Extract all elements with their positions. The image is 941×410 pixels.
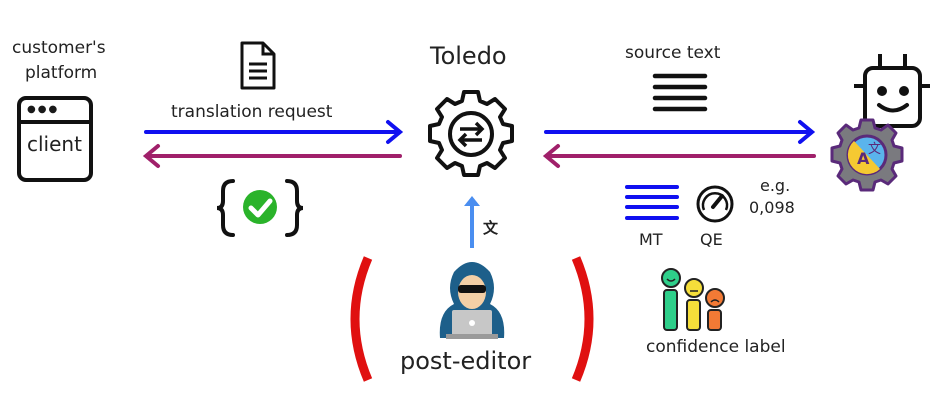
source-text-lines-icon xyxy=(652,73,708,112)
mt-response-arrow xyxy=(542,144,816,168)
client-window: ●●● client xyxy=(17,96,93,182)
toledo-title: Toledo xyxy=(430,42,507,70)
right-bracket xyxy=(571,256,594,382)
client-box-label: client xyxy=(27,132,82,156)
robot-icon xyxy=(854,54,930,128)
svg-text:文: 文 xyxy=(868,142,881,157)
response-arrow xyxy=(142,144,402,168)
mt-lines-icon xyxy=(625,185,679,220)
left-bracket xyxy=(350,256,373,382)
svg-text:A: A xyxy=(857,149,870,168)
translation-glyph-icon: 文 xyxy=(483,219,499,237)
mt-request-arrow xyxy=(544,120,816,144)
confidence-label: confidence label xyxy=(646,337,786,357)
window-titlebar: ●●● xyxy=(21,100,89,124)
confidence-bars-icon xyxy=(661,268,725,331)
translate-gear-icon: A 文 xyxy=(830,118,904,192)
client-caption-line2: platform xyxy=(25,63,98,83)
qe-label: QE xyxy=(700,230,723,249)
post-edit-arrow xyxy=(464,196,480,248)
translation-request-label: translation request xyxy=(171,102,333,122)
post-editor-label: post-editor xyxy=(400,347,532,375)
json-success-icon xyxy=(216,179,304,237)
source-text-label: source text xyxy=(625,43,721,63)
post-editor-avatar-icon xyxy=(439,262,505,339)
document-icon xyxy=(240,41,276,90)
request-arrow xyxy=(144,120,404,144)
client-caption-line1: customer's xyxy=(12,38,106,58)
qe-example-prefix: e.g. xyxy=(760,176,791,195)
qe-gauge-icon xyxy=(696,185,734,223)
mt-label: MT xyxy=(639,230,663,249)
window-dots-icon: ●●● xyxy=(27,104,60,115)
qe-example-value: 0,098 xyxy=(749,198,795,217)
toledo-gear-icon xyxy=(428,90,514,177)
